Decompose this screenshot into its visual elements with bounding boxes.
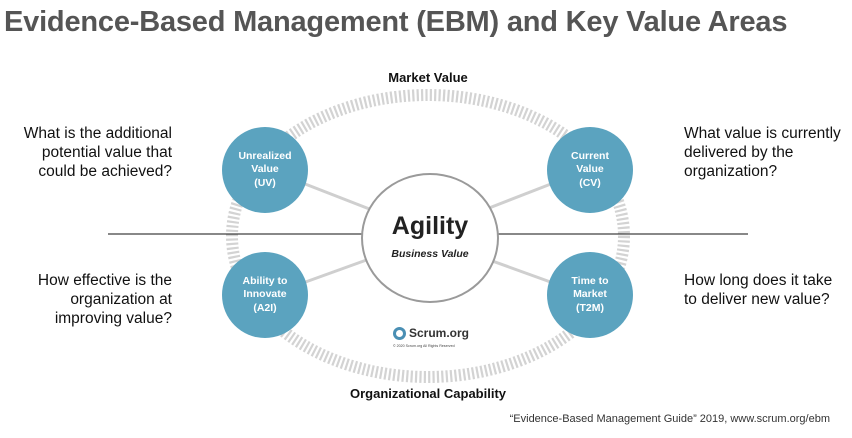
center-title: Agility xyxy=(391,212,469,240)
node-cv-line1: Current xyxy=(571,149,609,162)
logo-row: Scrum.org xyxy=(393,326,469,340)
center-subtitle: Business Value xyxy=(391,248,469,260)
node-t2m-line1: Time to xyxy=(571,274,609,287)
question-a2i-line2: organization at xyxy=(70,291,172,308)
center-agility: Agility Business Value xyxy=(361,173,499,303)
node-a2i-line2: Innovate xyxy=(243,288,287,301)
question-time-to-market: How long does it take to deliver new val… xyxy=(684,271,832,309)
question-uv-line1: What is the additional xyxy=(23,125,172,142)
question-a2i-line1: How effective is the xyxy=(37,272,172,289)
node-cv-line3: (CV) xyxy=(579,176,601,189)
question-cv-line2: delivered by the xyxy=(684,144,794,161)
axis-label-market-value: Market Value xyxy=(388,70,468,85)
question-ability-to-innovate: How effective is the organization at imp… xyxy=(38,271,172,328)
question-a2i-line3: improving value? xyxy=(54,310,172,327)
axis-label-organizational-capability: Organizational Capability xyxy=(349,386,507,401)
node-a2i-line3: (A2I) xyxy=(253,301,277,314)
diagram-title: Evidence-Based Management (EBM) and Key … xyxy=(4,6,788,38)
question-current-value: What value is currently delivered by the… xyxy=(684,124,841,181)
node-uv-line3: (UV) xyxy=(254,176,276,189)
node-time-to-market: Time to Market (T2M) xyxy=(547,252,633,338)
node-unrealized-value: Unrealized Value (UV) xyxy=(222,127,308,213)
node-a2i-line1: Ability to xyxy=(242,274,288,287)
node-uv-line1: Unrealized xyxy=(238,149,292,162)
logo-copyright: © 2020 Scrum.org All Rights Reserved xyxy=(393,344,455,348)
citation: “Evidence-Based Management Guide” 2019, … xyxy=(509,413,830,425)
question-uv-line3: could be achieved? xyxy=(38,163,172,180)
question-uv-line2: potential value that xyxy=(41,144,172,161)
question-cv-line1: What value is currently xyxy=(684,125,841,142)
connector-t2m xyxy=(483,256,557,286)
connector-a2i xyxy=(299,256,373,286)
connector-cv xyxy=(483,180,557,212)
node-t2m-line3: (T2M) xyxy=(576,301,604,314)
node-cv-line2: Value xyxy=(576,163,604,176)
scrum-org-logo: Scrum.org © 2020 Scrum.org All Rights Re… xyxy=(393,326,473,348)
value-ring xyxy=(226,89,630,383)
logo-name: Scrum.org xyxy=(409,326,470,340)
node-uv-line2: Value xyxy=(251,163,279,176)
node-ability-to-innovate: Ability to Innovate (A2I) xyxy=(222,252,308,338)
node-current-value: Current Value (CV) xyxy=(547,127,633,213)
question-cv-line3: organization? xyxy=(684,163,778,180)
scrum-org-mark-icon xyxy=(393,326,406,340)
question-t2m-line2: to deliver new value? xyxy=(684,291,830,308)
question-t2m-line1: How long does it take xyxy=(684,272,833,289)
connector-uv xyxy=(299,180,373,212)
node-t2m-line2: Market xyxy=(573,288,607,301)
question-unrealized-value: What is the additional potential value t… xyxy=(24,124,172,181)
